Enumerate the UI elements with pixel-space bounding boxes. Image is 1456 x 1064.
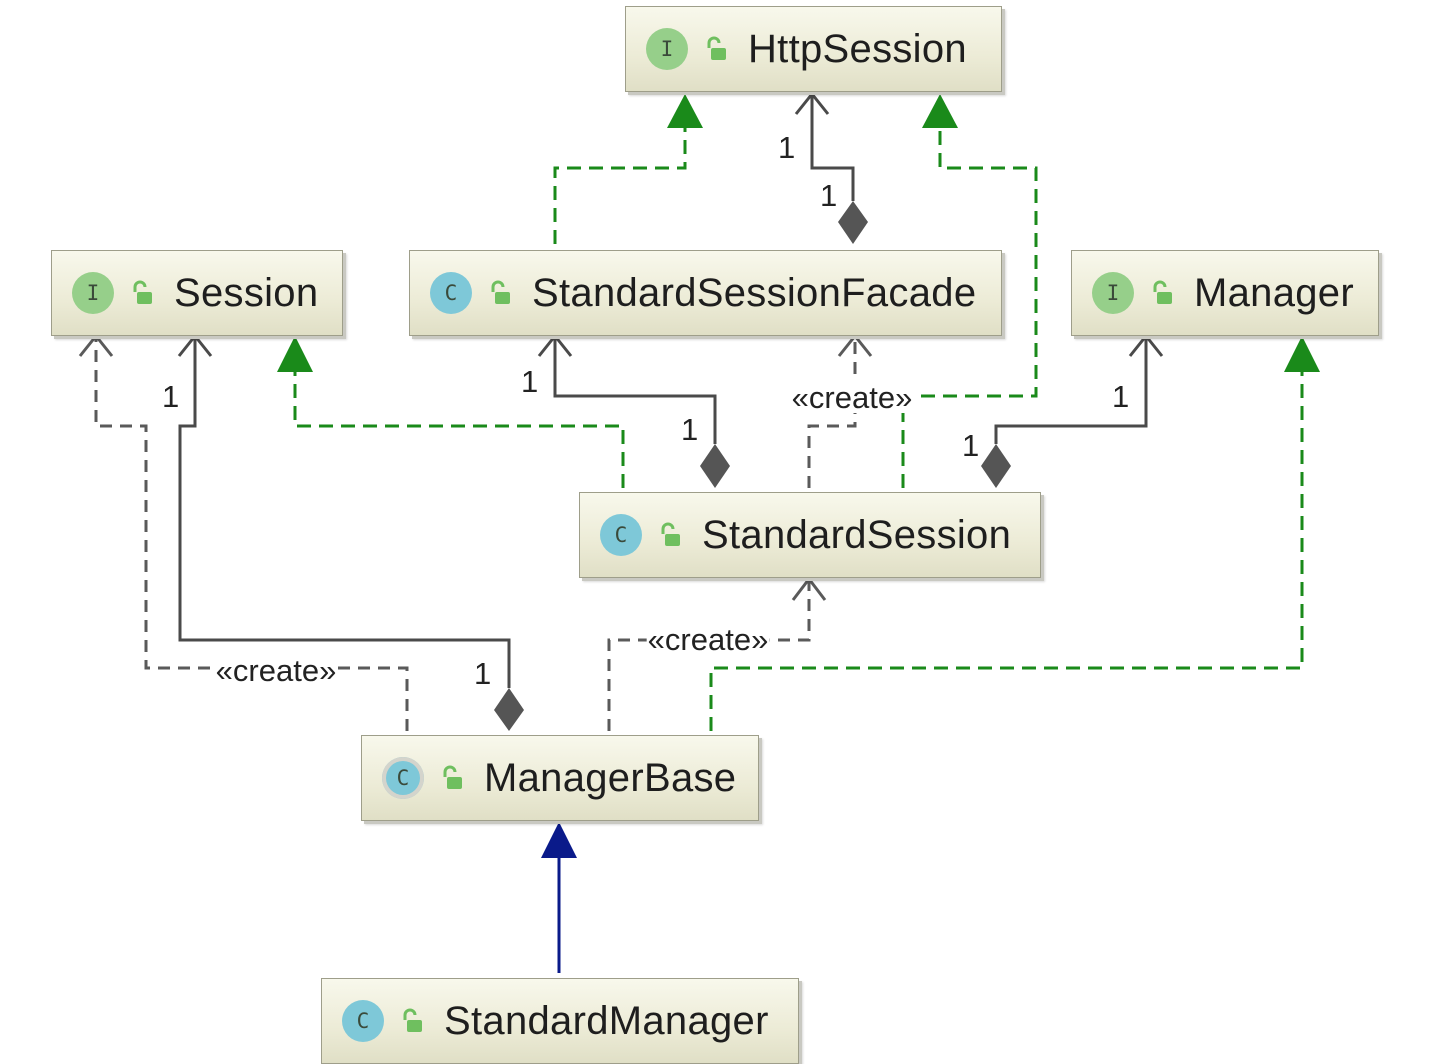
multiplicity-label: 1 bbox=[681, 412, 699, 447]
create-stereotype-label: «create» bbox=[790, 380, 914, 415]
edge-facade-association-httpsession[interactable] bbox=[810, 94, 855, 201]
public-lock-icon bbox=[707, 36, 726, 60]
open-arrowhead-standardsession-create bbox=[791, 576, 827, 601]
public-lock-icon bbox=[491, 280, 510, 304]
class-name: Manager bbox=[1194, 270, 1354, 315]
class-node-managerbase[interactable]: C ManagerBase bbox=[361, 735, 759, 821]
public-lock-icon bbox=[661, 522, 680, 546]
diamond-session-facade bbox=[700, 444, 730, 488]
class-name: StandardSessionFacade bbox=[532, 270, 977, 315]
diamond-facade-httpsession bbox=[838, 201, 868, 244]
diamond-session-manager bbox=[981, 444, 1011, 488]
multiplicity-label: 1 bbox=[521, 364, 539, 399]
edge-session-association-facade[interactable] bbox=[553, 336, 717, 444]
multiplicity-label: 1 bbox=[778, 130, 796, 165]
edge-standardsession-implements-session[interactable] bbox=[293, 372, 625, 488]
class-node-manager[interactable]: I Manager bbox=[1071, 250, 1379, 336]
interface-badge-icon: I bbox=[1092, 272, 1134, 314]
edge-session-association-manager[interactable] bbox=[994, 336, 1148, 444]
class-name: StandardManager bbox=[444, 998, 769, 1043]
class-name: ManagerBase bbox=[484, 755, 737, 800]
public-lock-icon bbox=[1153, 280, 1172, 304]
diamond-managerbase-session bbox=[494, 688, 524, 731]
create-stereotype-label: «create» bbox=[214, 653, 338, 688]
multiplicity-label: 1 bbox=[474, 656, 492, 691]
edge-session-creates-facade[interactable] bbox=[807, 336, 857, 488]
implements-arrowhead-4 bbox=[1284, 336, 1320, 372]
public-lock-icon bbox=[133, 280, 152, 304]
open-arrowhead-session-assoc bbox=[177, 333, 213, 357]
public-lock-icon bbox=[443, 765, 462, 789]
multiplicity-label: 1 bbox=[962, 428, 980, 463]
create-stereotype-label: «create» bbox=[646, 622, 770, 657]
class-badge-icon: C bbox=[600, 514, 642, 556]
implements-arrowhead-2 bbox=[922, 94, 958, 128]
interface-badge-icon: I bbox=[646, 28, 688, 70]
interface-badge-icon: I bbox=[72, 272, 114, 314]
open-arrowhead-facade-assoc bbox=[537, 333, 573, 357]
multiplicity-label: 1 bbox=[162, 379, 180, 414]
public-lock-icon bbox=[403, 1008, 422, 1032]
multiplicity-label: 1 bbox=[1112, 379, 1130, 414]
edge-managerbase-implements-manager[interactable] bbox=[709, 372, 1304, 731]
implements-arrowhead-1 bbox=[667, 94, 703, 128]
class-name: StandardSession bbox=[702, 512, 1012, 557]
implements-arrowhead-3 bbox=[277, 336, 313, 372]
open-arrowhead-manager bbox=[1128, 333, 1164, 357]
open-arrowhead-httpsession bbox=[794, 91, 830, 115]
edge-managerbase-association-session[interactable] bbox=[178, 336, 511, 688]
class-node-standardsessionfacade[interactable]: C StandardSessionFacade bbox=[409, 250, 1002, 336]
class-name: HttpSession bbox=[748, 26, 967, 71]
class-node-httpsession[interactable]: I HttpSession bbox=[625, 6, 1002, 92]
class-node-standardmanager[interactable]: C StandardManager bbox=[321, 978, 799, 1064]
abstract-class-badge-icon: C bbox=[382, 757, 424, 799]
extends-arrowhead bbox=[541, 822, 577, 858]
class-badge-icon: C bbox=[430, 272, 472, 314]
class-node-session[interactable]: I Session bbox=[51, 250, 343, 336]
open-arrowhead-facade-create bbox=[837, 333, 873, 357]
edge-facade-implements-httpsession[interactable] bbox=[553, 128, 687, 244]
class-name: Session bbox=[174, 270, 319, 315]
class-badge-icon: C bbox=[342, 1000, 384, 1042]
edge-managerbase-creates-session[interactable] bbox=[94, 336, 409, 731]
open-arrowhead-session-create bbox=[78, 333, 114, 357]
multiplicity-label: 1 bbox=[820, 178, 838, 213]
class-node-standardsession[interactable]: C StandardSession bbox=[579, 492, 1041, 578]
